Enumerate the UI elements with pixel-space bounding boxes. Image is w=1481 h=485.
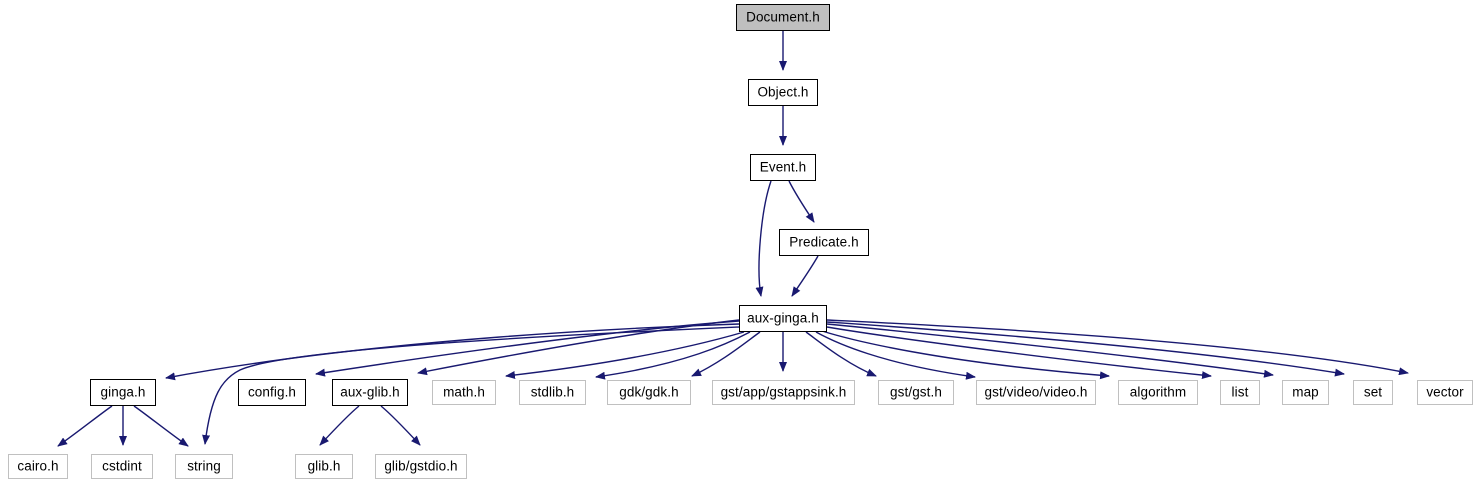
graph-node-gstvideo[interactable]: gst/video/video.h xyxy=(976,380,1096,405)
edge-auxginga-to-math xyxy=(505,331,745,379)
graph-node-label: Object.h xyxy=(757,84,809,100)
edge-auxginga-to-config xyxy=(315,320,740,377)
graph-node-event[interactable]: Event.h xyxy=(750,154,816,181)
graph-node-label: cairo.h xyxy=(17,458,59,474)
graph-node-label: gdk/gdk.h xyxy=(619,384,679,400)
edge-auxginga-to-vector xyxy=(826,319,1409,376)
graph-node-label: config.h xyxy=(247,384,297,400)
graph-node-gstappsink[interactable]: gst/app/gstappsink.h xyxy=(712,380,855,405)
graph-node-gstgst[interactable]: gst/gst.h xyxy=(878,380,954,405)
edge-auxglib-to-gstdio xyxy=(380,405,421,446)
graph-node-label: gst/app/gstappsink.h xyxy=(720,384,847,400)
graph-node-predicate[interactable]: Predicate.h xyxy=(779,229,869,256)
graph-node-object[interactable]: Object.h xyxy=(748,79,818,106)
graph-node-algorithm[interactable]: algorithm xyxy=(1118,380,1198,405)
graph-node-label: list xyxy=(1231,384,1249,400)
edge-event-to-predicate xyxy=(788,180,815,223)
graph-node-label: ginga.h xyxy=(100,384,146,400)
graph-node-label: gst/gst.h xyxy=(890,384,942,400)
graph-node-auxglib[interactable]: aux-glib.h xyxy=(332,379,408,406)
graph-node-label: math.h xyxy=(443,384,485,400)
graph-node-label: vector xyxy=(1426,384,1464,400)
graph-node-label: algorithm xyxy=(1129,384,1187,400)
edge-auxginga-to-algorithm xyxy=(821,330,1110,380)
graph-node-math[interactable]: math.h xyxy=(432,380,496,405)
graph-node-gdk[interactable]: gdk/gdk.h xyxy=(607,380,691,405)
graph-node-label: stdlib.h xyxy=(530,384,575,400)
graph-node-string[interactable]: string xyxy=(175,454,233,479)
edge-event-to-auxginga xyxy=(755,180,772,297)
edge-ginga-to-string xyxy=(133,405,189,447)
edge-auxginga-to-auxglib xyxy=(417,319,740,376)
edge-auxginga-to-gdk xyxy=(691,331,761,377)
graph-node-cairo[interactable]: cairo.h xyxy=(8,454,68,479)
graph-node-label: Document.h xyxy=(746,9,820,25)
graph-node-label: glib/gstdio.h xyxy=(384,458,458,474)
graph-node-label: Event.h xyxy=(759,159,807,175)
edge-auxginga-to-ginga xyxy=(165,323,740,381)
edge-auxginga-to-list xyxy=(826,326,1212,380)
graph-node-label: string xyxy=(187,458,221,474)
graph-node-label: Predicate.h xyxy=(789,234,859,250)
edge-predicate-to-auxginga xyxy=(791,255,819,297)
edge-auxginga-to-gstvideo xyxy=(815,331,976,380)
graph-node-label: gst/video/video.h xyxy=(984,384,1088,400)
graph-node-list[interactable]: list xyxy=(1220,380,1260,405)
edge-ginga-to-cairo xyxy=(57,405,113,447)
graph-node-label: aux-ginga.h xyxy=(747,310,819,326)
graph-node-stdlib[interactable]: stdlib.h xyxy=(519,380,586,405)
graph-node-config[interactable]: config.h xyxy=(238,379,306,406)
graph-node-vector[interactable]: vector xyxy=(1417,380,1473,405)
graph-node-map[interactable]: map xyxy=(1282,380,1329,405)
graph-node-gstdio[interactable]: glib/gstdio.h xyxy=(375,454,467,479)
edge-auxginga-to-stdlib xyxy=(595,331,751,380)
graph-node-label: cstdint xyxy=(102,458,142,474)
edge-auxginga-to-gstgst xyxy=(805,331,877,377)
graph-node-label: glib.h xyxy=(307,458,341,474)
graph-node-label: aux-glib.h xyxy=(340,384,400,400)
edge-auxginga-to-map xyxy=(826,323,1274,378)
graph-node-label: map xyxy=(1292,384,1319,400)
graph-node-ginga[interactable]: ginga.h xyxy=(90,379,156,406)
graph-node-cstdint[interactable]: cstdint xyxy=(91,454,153,479)
graph-node-label: set xyxy=(1363,384,1383,400)
edge-auxglib-to-glib xyxy=(319,405,360,446)
graph-node-set[interactable]: set xyxy=(1353,380,1393,405)
graph-node-document[interactable]: Document.h xyxy=(736,4,830,31)
graph-node-glib[interactable]: glib.h xyxy=(295,454,353,479)
graph-node-auxginga[interactable]: aux-ginga.h xyxy=(739,305,827,332)
edge-auxginga-to-set xyxy=(826,321,1345,377)
